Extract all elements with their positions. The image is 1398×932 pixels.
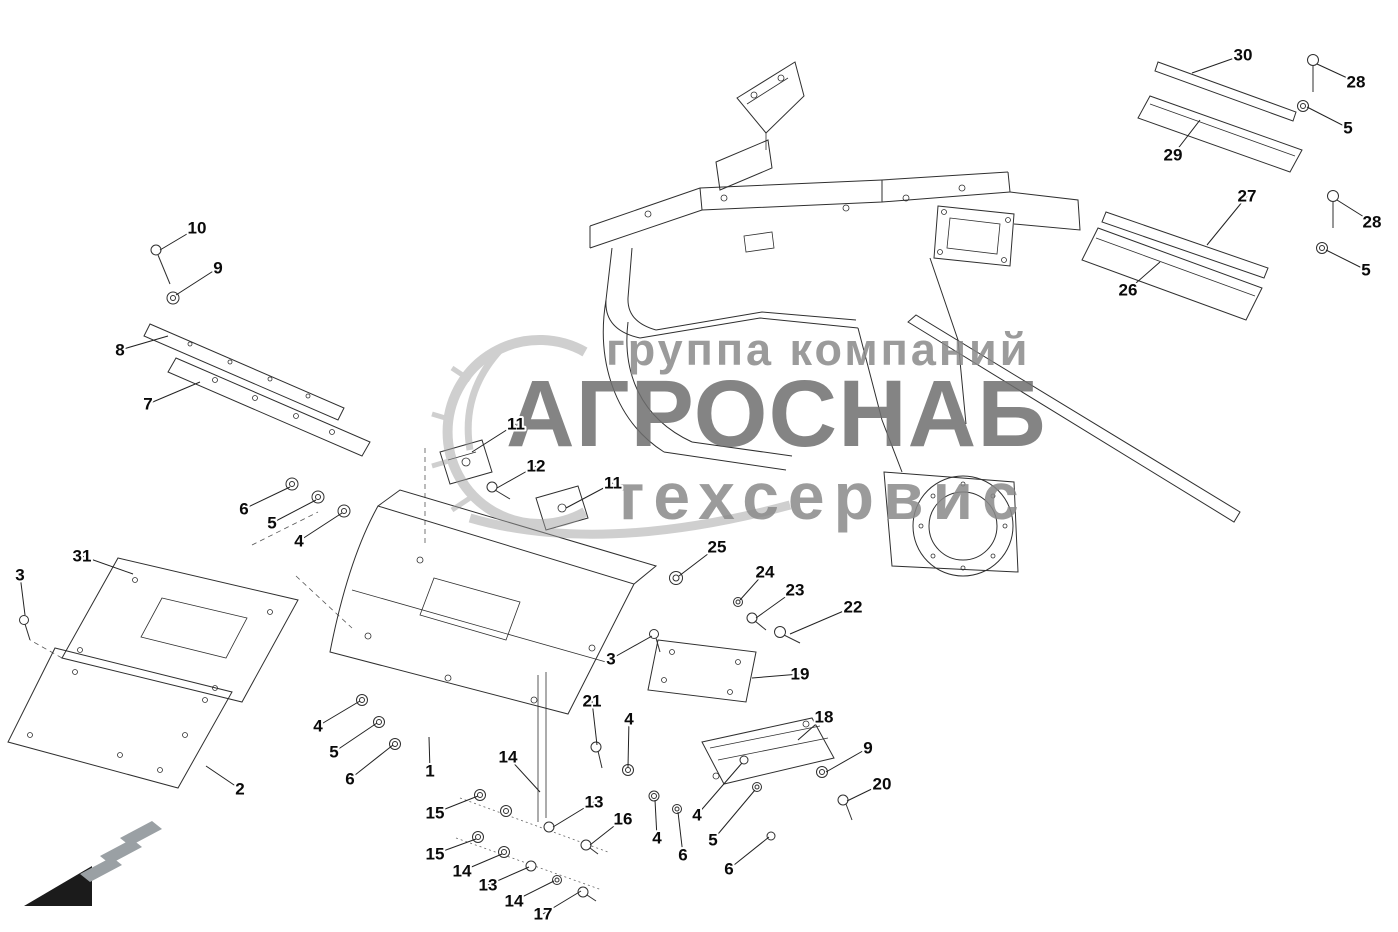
strip-part-8 [143, 323, 345, 421]
construction-lines [29, 448, 609, 891]
bracket-part-18 [701, 717, 835, 785]
strip-part-30 [1154, 61, 1297, 122]
machine-frame [589, 61, 1241, 577]
plate-part-19 [647, 639, 757, 703]
logo-bar-1 [80, 857, 122, 882]
plate-part-2 [7, 647, 233, 789]
plate-part-29 [1137, 95, 1303, 173]
logo-arrow-triangle [24, 866, 92, 906]
logo-bar-3 [120, 821, 162, 846]
strip-part-7 [167, 357, 371, 457]
plate-part-31 [61, 557, 299, 703]
watermark-emblem [431, 335, 792, 539]
plate-part-26 [1081, 227, 1263, 321]
hardware-fasteners [19, 54, 1339, 902]
logo-bar-2 [100, 839, 142, 864]
flange-bolt-holes [918, 481, 1008, 571]
strip-part-27 [1101, 211, 1269, 279]
corner-logo [24, 821, 162, 906]
